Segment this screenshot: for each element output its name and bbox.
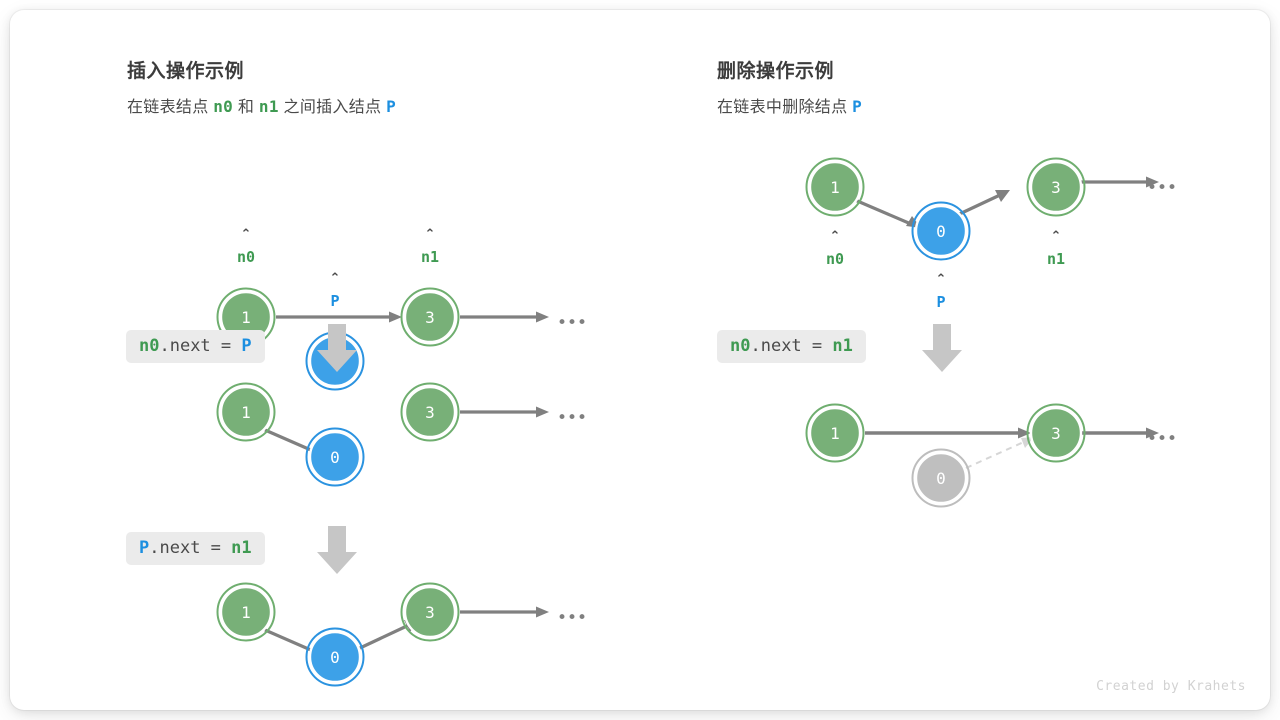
code-del-part-0: n0 <box>730 336 751 356</box>
insert-row-3-diagram: 1 0 3 ••• <box>216 582 587 687</box>
down-arrow-del <box>922 324 962 372</box>
code-1-part-1: .next = <box>159 336 242 356</box>
node-n0-del2: 1 <box>805 403 865 463</box>
arrowhead-n1-tail-del <box>1146 176 1159 188</box>
arrow-n0-p-del <box>854 198 912 226</box>
node-removed: 0 <box>911 448 971 508</box>
code-2-part-2: n1 <box>231 538 252 558</box>
node-n0-del2-value: 1 <box>830 424 840 443</box>
down-arrow-2 <box>317 526 357 574</box>
node-removed-value: 0 <box>936 469 946 488</box>
caret-n1: ⌃ <box>425 227 436 242</box>
caret-n1-del: ⌃ <box>1051 229 1062 244</box>
code-del-part-2: n1 <box>832 336 853 356</box>
panel-insert: 插入操作示例 在链表结点 n0 和 n1 之间插入结点 P 1 ⌃ n0 <box>10 10 630 710</box>
delete-row-2-diagram: 1 0 3 ••• <box>805 403 1177 508</box>
panel-delete-title: 删除操作示例 <box>717 61 835 82</box>
code-step-delete-1: n0.next = n1 <box>717 330 866 364</box>
subtitle-p: P <box>386 97 397 116</box>
code-step-insert-1: n0.next = P <box>126 330 265 364</box>
caret-n0-del: ⌃ <box>830 229 841 244</box>
label-p: P <box>330 292 339 310</box>
panel-delete: 删除操作示例 在链表中删除结点 P 1 ⌃ n0 0 ⌃ <box>630 10 1270 710</box>
caret-p: ⌃ <box>330 271 341 286</box>
node-n0-row3-value: 1 <box>241 603 251 622</box>
panel-delete-subtitle: 在链表中删除结点 P <box>717 93 862 117</box>
subtitle-text-2: 之间插入结点 <box>278 99 387 116</box>
subtitle-text-0: 在链表结点 <box>127 99 214 116</box>
node-p-row2-value: 0 <box>330 448 340 467</box>
node-p-del-value: 0 <box>936 222 946 241</box>
node-n0-row2-value: 1 <box>241 403 251 422</box>
diagram-card: 插入操作示例 在链表结点 n0 和 n1 之间插入结点 P 1 ⌃ n0 <box>10 10 1270 710</box>
arrowhead-n1-tail-3 <box>536 606 549 618</box>
node-n0-del: 1 <box>805 157 865 217</box>
node-p-del: 0 <box>911 201 971 261</box>
panel-insert-title: 插入操作示例 <box>127 61 245 82</box>
node-n1-row3-value: 3 <box>425 603 435 622</box>
panel-insert-subtitle: 在链表结点 n0 和 n1 之间插入结点 P <box>127 93 396 117</box>
arrowhead-p-n1-del <box>995 190 1010 202</box>
node-n0-del-value: 1 <box>830 178 840 197</box>
node-n1-del-value: 3 <box>1051 178 1061 197</box>
subtitle-text-1: 和 <box>233 99 259 116</box>
arrowhead-n1-tail-2 <box>536 406 549 418</box>
code-step-insert-2: P.next = n1 <box>126 532 265 566</box>
node-p-row2: 0 <box>305 427 365 487</box>
arrowhead-n1-tail <box>536 311 549 323</box>
delete-row-1-diagram: 1 ⌃ n0 0 ⌃ P 3 ⌃ n1 ••• <box>805 157 1177 311</box>
ellipsis-del-row1: ••• <box>1147 178 1177 198</box>
label-p-del: P <box>936 293 945 311</box>
node-n1-del: 3 <box>1026 157 1086 217</box>
delete-subtitle-p: P <box>852 97 863 116</box>
node-n1-value: 3 <box>425 308 435 327</box>
arrowhead-n0-n1 <box>389 311 402 323</box>
label-n1-del: n1 <box>1047 250 1065 268</box>
ellipsis-row1: ••• <box>557 313 587 333</box>
node-n0: 1 <box>216 287 276 347</box>
node-n1-row2-value: 3 <box>425 403 435 422</box>
node-n1: 3 <box>400 287 460 347</box>
label-n1: n1 <box>421 248 439 266</box>
node-p-row3-value: 0 <box>330 648 340 667</box>
delete-subtitle-text-0: 在链表中删除结点 <box>717 99 853 116</box>
node-n1-row3: 3 <box>400 582 460 642</box>
code-2-part-1: .next = <box>149 538 232 558</box>
node-n0-row2: 1 <box>216 382 276 442</box>
insert-row-1-diagram: 1 ⌃ n0 0 ⌃ P 3 ⌃ n1 ••• <box>216 227 587 391</box>
code-2-part-0: P <box>139 538 150 558</box>
ellipsis-row3: ••• <box>557 608 587 628</box>
code-del-part-1: .next = <box>750 336 833 356</box>
node-n1-row2: 3 <box>400 382 460 442</box>
node-n1-del2-value: 3 <box>1051 424 1061 443</box>
arrowhead-n0-n1-del2 <box>1018 427 1031 439</box>
code-1-part-0: n0 <box>139 336 160 356</box>
down-arrow-1 <box>317 324 357 372</box>
arrow-dashed-removed <box>965 440 1027 469</box>
arrowhead-n1-tail-del2 <box>1146 427 1159 439</box>
ellipsis-del-row2: ••• <box>1147 429 1177 449</box>
caret-p-del: ⌃ <box>936 272 947 287</box>
credit-text: Created by Krahets <box>1096 679 1246 694</box>
insert-row-2-diagram: 1 0 3 ••• <box>216 382 587 487</box>
node-n0-value: 1 <box>241 308 251 327</box>
node-n0-row3: 1 <box>216 582 276 642</box>
node-n1-del2: 3 <box>1026 403 1086 463</box>
subtitle-n0: n0 <box>213 97 234 116</box>
node-p-row3: 0 <box>305 627 365 687</box>
ellipsis-row2: ••• <box>557 408 587 428</box>
arrow-p-n1-row3 <box>359 623 410 650</box>
label-n0: n0 <box>237 248 255 266</box>
code-1-part-2: P <box>241 336 252 356</box>
subtitle-n1: n1 <box>258 97 279 116</box>
label-n0-del: n0 <box>826 250 844 268</box>
caret-n0: ⌃ <box>241 227 252 242</box>
